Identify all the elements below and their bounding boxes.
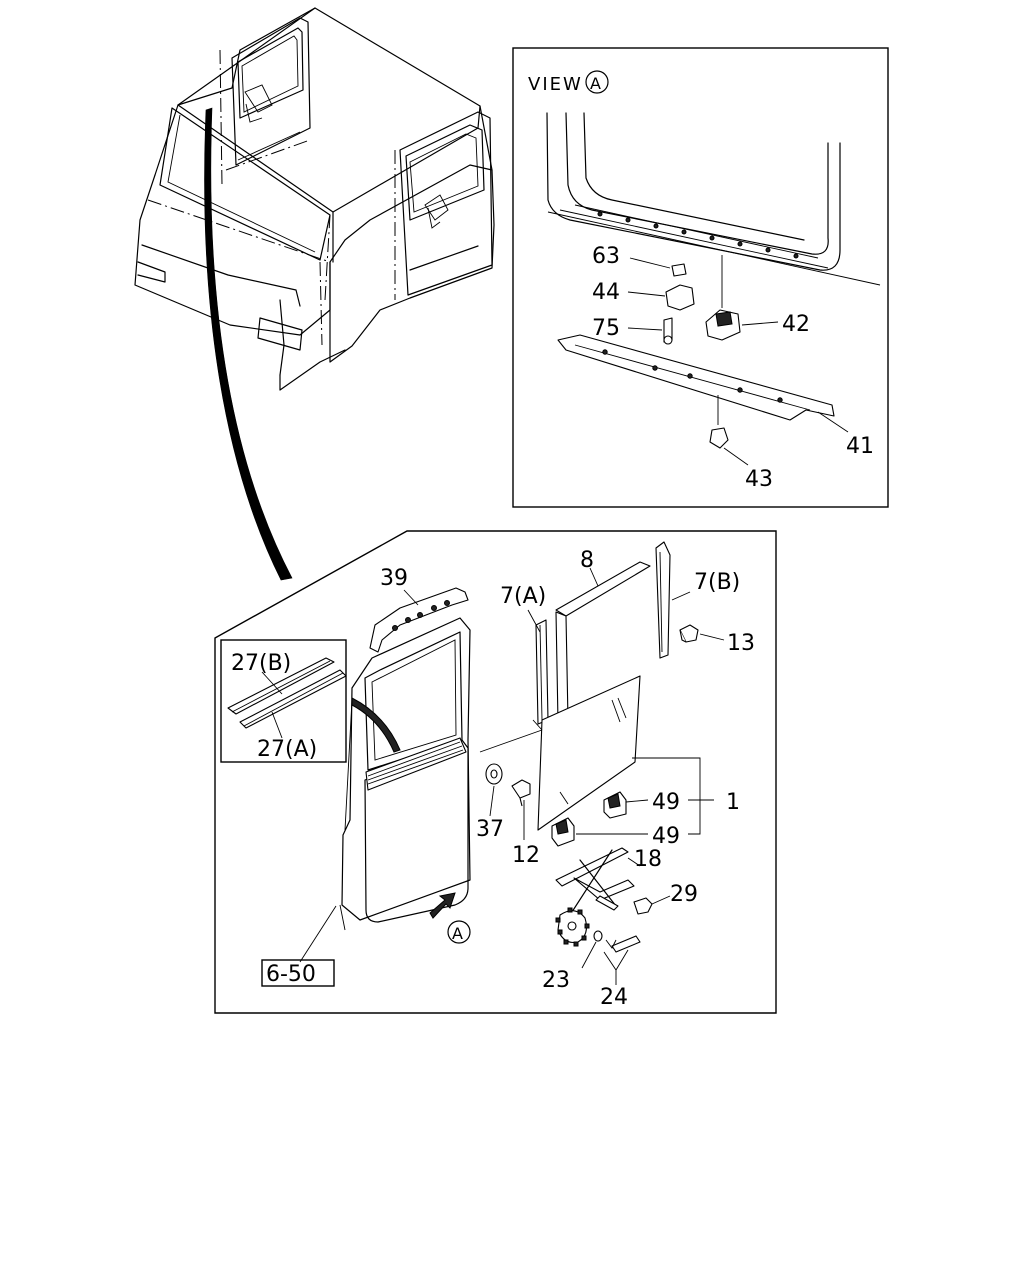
door-detail-panel: 27(B) 27(A) 6-50 A 39 8 [214,530,777,1014]
view-title-marker: A [590,74,601,93]
callout-49-lower: 49 [652,824,680,849]
callout-27b: 27(B) [231,651,291,676]
callout-42: 42 [782,312,810,337]
callout-13: 13 [727,631,755,656]
callout-63: 63 [592,244,620,269]
callout-24: 24 [600,985,628,1010]
callout-43: 43 [745,467,773,492]
callout-49-upper: 49 [652,790,680,815]
callout-8: 8 [580,548,594,573]
callout-23: 23 [542,968,570,993]
view-a-panel: VIEW A [512,47,889,508]
callout-27a: 27(A) [257,737,317,762]
reference-box-6-50: 6-50 [266,962,316,987]
callout-29: 29 [670,882,698,907]
callout-18: 18 [634,847,662,872]
callout-7a: 7(A) [500,584,546,609]
callout-75: 75 [592,316,620,341]
cab-overview [134,7,495,391]
detail-pointer-leader [204,107,293,581]
callout-7b: 7(B) [694,570,740,595]
view-a-marker: A [452,924,463,943]
callout-39: 39 [380,566,408,591]
callout-41: 41 [846,434,874,459]
callout-37: 37 [476,817,504,842]
view-title: VIEW [528,74,583,95]
callout-12: 12 [512,843,540,868]
callout-44: 44 [592,280,620,305]
callout-1: 1 [726,790,740,815]
